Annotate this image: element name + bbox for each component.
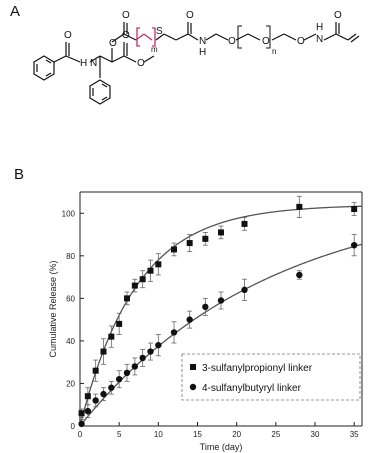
atom-peg-oxygen-2: O [262,36,270,47]
data-point-circle [186,316,193,323]
peg-bracket-left [237,25,242,49]
data-point-circle [155,341,162,349]
data-point-circle [350,241,358,249]
atom-peg-oxygen-1: O [228,36,236,47]
x-tick-label: 25 [271,430,280,439]
data-point-square [84,393,91,400]
atom-amide-nh: H N [80,58,97,69]
data-point-square [108,333,115,340]
atom-amide-nitrogen: N [199,36,206,47]
y-tick-label: 40 [66,337,75,346]
phenyl-ring-bottom [89,79,111,105]
data-points [78,195,358,428]
atom-acyl-oxygen: O [122,10,130,21]
x-tick-label: 30 [311,430,320,439]
data-point-circle [84,407,92,415]
data-point-circle [296,271,303,279]
data-point-circle [78,420,85,428]
data-point-square [155,261,162,268]
data-point-square [139,276,146,283]
y-tick-label: 0 [71,422,76,431]
data-point-square [241,220,248,227]
data-point-square [218,229,224,236]
data-point-square [116,320,123,327]
legend-entry-4-sulfanylbutyryl: 4-sulfanylbutyryl linker [202,383,302,394]
data-point-circle [123,369,131,377]
linker-subscript-m: m [151,45,158,54]
data-point-square [78,410,85,417]
chart-axes: 0 5 10 15 20 25 30 35 0 20 40 60 80 100 [62,191,363,439]
legend-marker-circle [189,383,197,391]
data-point-square [92,367,99,374]
panel-label-b: B [14,166,25,183]
data-point-circle [241,286,248,294]
data-point-square [147,267,154,274]
data-point-circle [100,390,107,398]
x-tick-label: 5 [117,430,122,439]
data-point-square [202,235,209,242]
data-point-circle [139,354,146,362]
data-point-circle [202,303,209,311]
chemical-structure-diagram: O H N O O O O m S O N H O O n O H N O [33,10,360,105]
data-point-square [351,206,358,213]
peg-bracket-right [266,25,271,49]
y-axis-label: Cumulative Release (%) [48,260,58,357]
atom-carbonyl-oxygen: O [64,30,72,41]
data-point-circle [108,384,115,391]
data-point-square [186,240,193,247]
x-tick-label: 0 [78,430,83,439]
alkyl-linker-highlight [135,27,156,47]
data-point-circle [131,363,139,370]
x-tick-label: 10 [154,430,163,439]
y-tick-label: 60 [66,294,75,303]
atom-amide-hydrogen: H [199,47,206,58]
atom-ester-oxygen: O [109,38,117,49]
data-point-circle [115,376,123,383]
atom-methyl-ester-carbonyl-oxygen: O [122,30,130,41]
data-point-square [124,295,130,302]
atom-peg-oxygen-3: O [297,36,305,47]
panel-label-a: A [10,3,21,20]
peg-subscript-n: n [272,47,276,56]
legend-entry-3-sulfanylpropionyl: 3-sulfanylpropionyl linker [202,363,313,374]
x-tick-label: 15 [193,430,202,439]
y-tick-label: 20 [66,379,75,388]
data-point-circle [170,329,178,336]
data-point-circle [147,348,154,355]
atom-terminal-hydrogen: H [316,22,323,33]
data-point-circle [92,397,99,404]
data-point-square [100,348,107,355]
data-point-circle [217,297,225,304]
x-axis-label: Time (day) [200,442,243,452]
y-tick-label: 80 [66,252,75,261]
x-tick-label: 20 [232,430,241,439]
atom-terminal-nitrogen: N [316,34,323,45]
data-point-square [131,282,138,289]
atom-amide-oxygen: O [186,10,194,21]
x-tick-label: 35 [350,430,359,439]
y-tick-label: 100 [62,209,76,218]
data-point-square [296,203,303,210]
legend-box [181,353,361,401]
data-point-square [171,246,177,253]
chart-legend: 3-sulfanylpropionyl linker 4-sulfanylbut… [181,353,361,401]
atom-sulfur: S [156,26,163,37]
atom-methoxy-oxygen: O [137,58,145,69]
atom-terminal-oxygen: O [334,10,342,21]
legend-marker-square [190,364,196,370]
